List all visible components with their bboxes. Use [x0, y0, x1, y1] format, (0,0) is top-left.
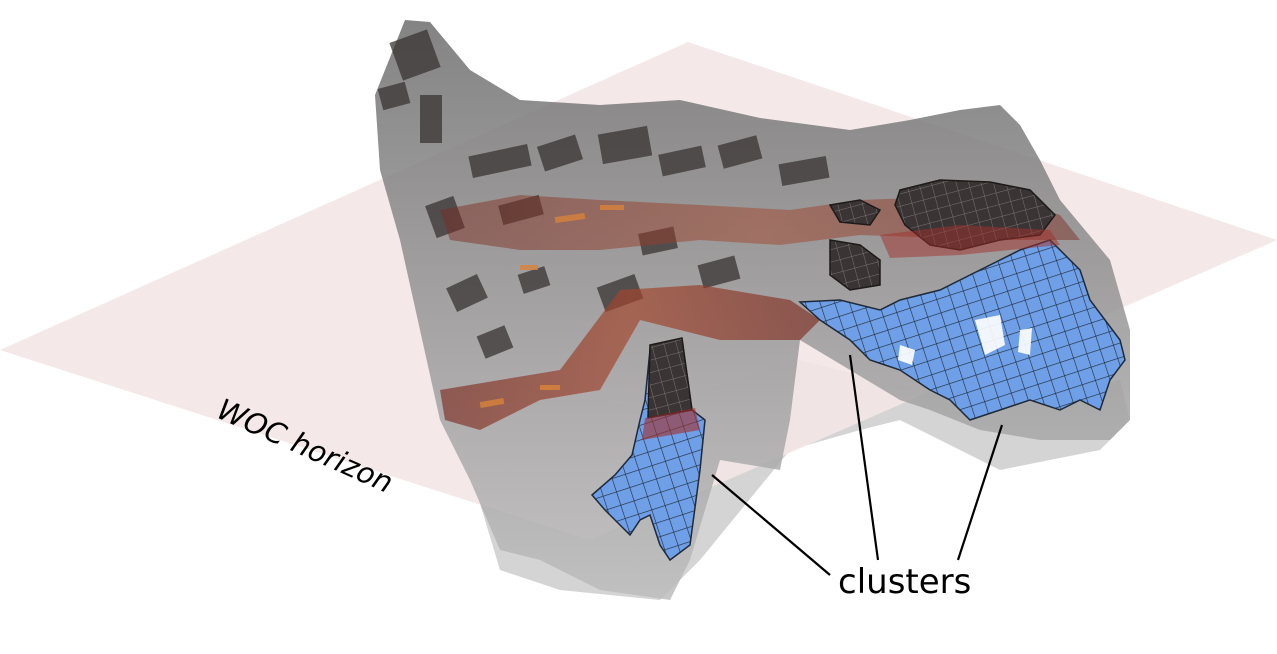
cluster-right [798, 179, 1126, 421]
leader-line-middle [848, 354, 880, 561]
cluster-leader-lines [711, 354, 1004, 576]
oil-zone-band-lower [440, 285, 820, 430]
leader-line-right [956, 424, 1004, 561]
cluster-left [590, 337, 706, 562]
oil-highlights [479, 205, 624, 409]
surface-dark-cells [377, 29, 830, 359]
leader-line-left [711, 474, 831, 576]
clusters-label: clusters [838, 562, 972, 602]
